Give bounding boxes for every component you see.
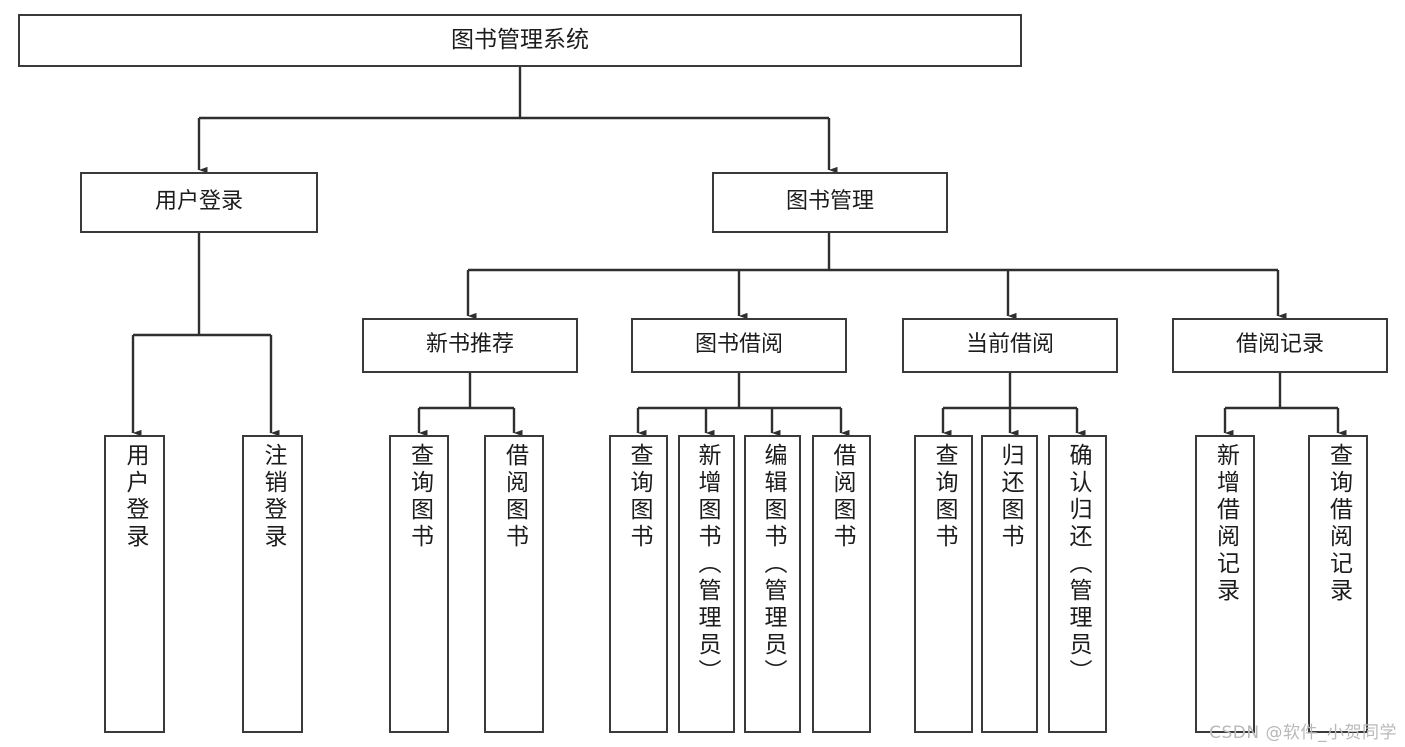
node-leaf-query-borrow-record[interactable]: 查询借阅记录 xyxy=(1308,435,1368,733)
node-leaf-query-book-current-label: 查询图书 xyxy=(931,443,957,551)
node-leaf-user-login-label: 用户登录 xyxy=(122,443,148,551)
node-leaf-edit-book-admin[interactable]: 编辑图书（管理员） xyxy=(744,435,801,733)
node-leaf-borrow-book-label: 借阅图书 xyxy=(829,443,855,551)
node-leaf-add-book-admin[interactable]: 新增图书（管理员） xyxy=(678,435,735,733)
node-new-book-recommend-label: 新书推荐 xyxy=(425,332,514,358)
node-borrow-records[interactable]: 借阅记录 xyxy=(1172,318,1388,373)
node-leaf-query-book-recommend[interactable]: 查询图书 xyxy=(389,435,449,733)
node-user-login[interactable]: 用户登录 xyxy=(80,172,318,233)
csdn-watermark: CSDN @软件_小贺同学 xyxy=(1209,723,1397,743)
node-leaf-return-book-label: 归还图书 xyxy=(997,443,1023,551)
node-new-book-recommend[interactable]: 新书推荐 xyxy=(362,318,578,373)
node-book-borrow[interactable]: 图书借阅 xyxy=(631,318,847,373)
node-leaf-query-book-current[interactable]: 查询图书 xyxy=(914,435,973,733)
node-leaf-query-book-borrow-label: 查询图书 xyxy=(626,443,652,551)
node-leaf-return-book[interactable]: 归还图书 xyxy=(981,435,1038,733)
node-leaf-confirm-return-admin-label: 确认归还（管理员） xyxy=(1065,443,1091,686)
node-leaf-query-book-borrow[interactable]: 查询图书 xyxy=(609,435,668,733)
node-current-borrow-label: 当前借阅 xyxy=(965,332,1054,358)
node-leaf-add-borrow-record[interactable]: 新增借阅记录 xyxy=(1195,435,1255,733)
node-root[interactable]: 图书管理系统 xyxy=(18,14,1022,67)
node-leaf-user-logout[interactable]: 注销登录 xyxy=(242,435,303,733)
node-book-management[interactable]: 图书管理 xyxy=(712,172,948,233)
node-leaf-add-book-admin-label: 新增图书（管理员） xyxy=(694,443,720,686)
node-leaf-edit-book-admin-label: 编辑图书（管理员） xyxy=(760,443,786,686)
node-root-label: 图书管理系统 xyxy=(451,26,589,53)
node-user-login-label: 用户登录 xyxy=(154,189,243,215)
node-leaf-query-borrow-record-label: 查询借阅记录 xyxy=(1325,443,1352,605)
node-current-borrow[interactable]: 当前借阅 xyxy=(902,318,1118,373)
node-leaf-borrow-book-recommend[interactable]: 借阅图书 xyxy=(484,435,544,733)
node-borrow-records-label: 借阅记录 xyxy=(1235,332,1324,358)
node-leaf-confirm-return-admin[interactable]: 确认归还（管理员） xyxy=(1048,435,1107,733)
node-leaf-query-book-recommend-label: 查询图书 xyxy=(406,443,433,551)
node-leaf-add-borrow-record-label: 新增借阅记录 xyxy=(1212,443,1239,605)
node-leaf-user-login[interactable]: 用户登录 xyxy=(104,435,165,733)
node-leaf-borrow-book-recommend-label: 借阅图书 xyxy=(501,443,528,551)
node-book-borrow-label: 图书借阅 xyxy=(694,332,783,358)
node-leaf-borrow-book[interactable]: 借阅图书 xyxy=(812,435,871,733)
node-leaf-user-logout-label: 注销登录 xyxy=(260,443,286,551)
node-book-management-label: 图书管理 xyxy=(785,189,874,215)
